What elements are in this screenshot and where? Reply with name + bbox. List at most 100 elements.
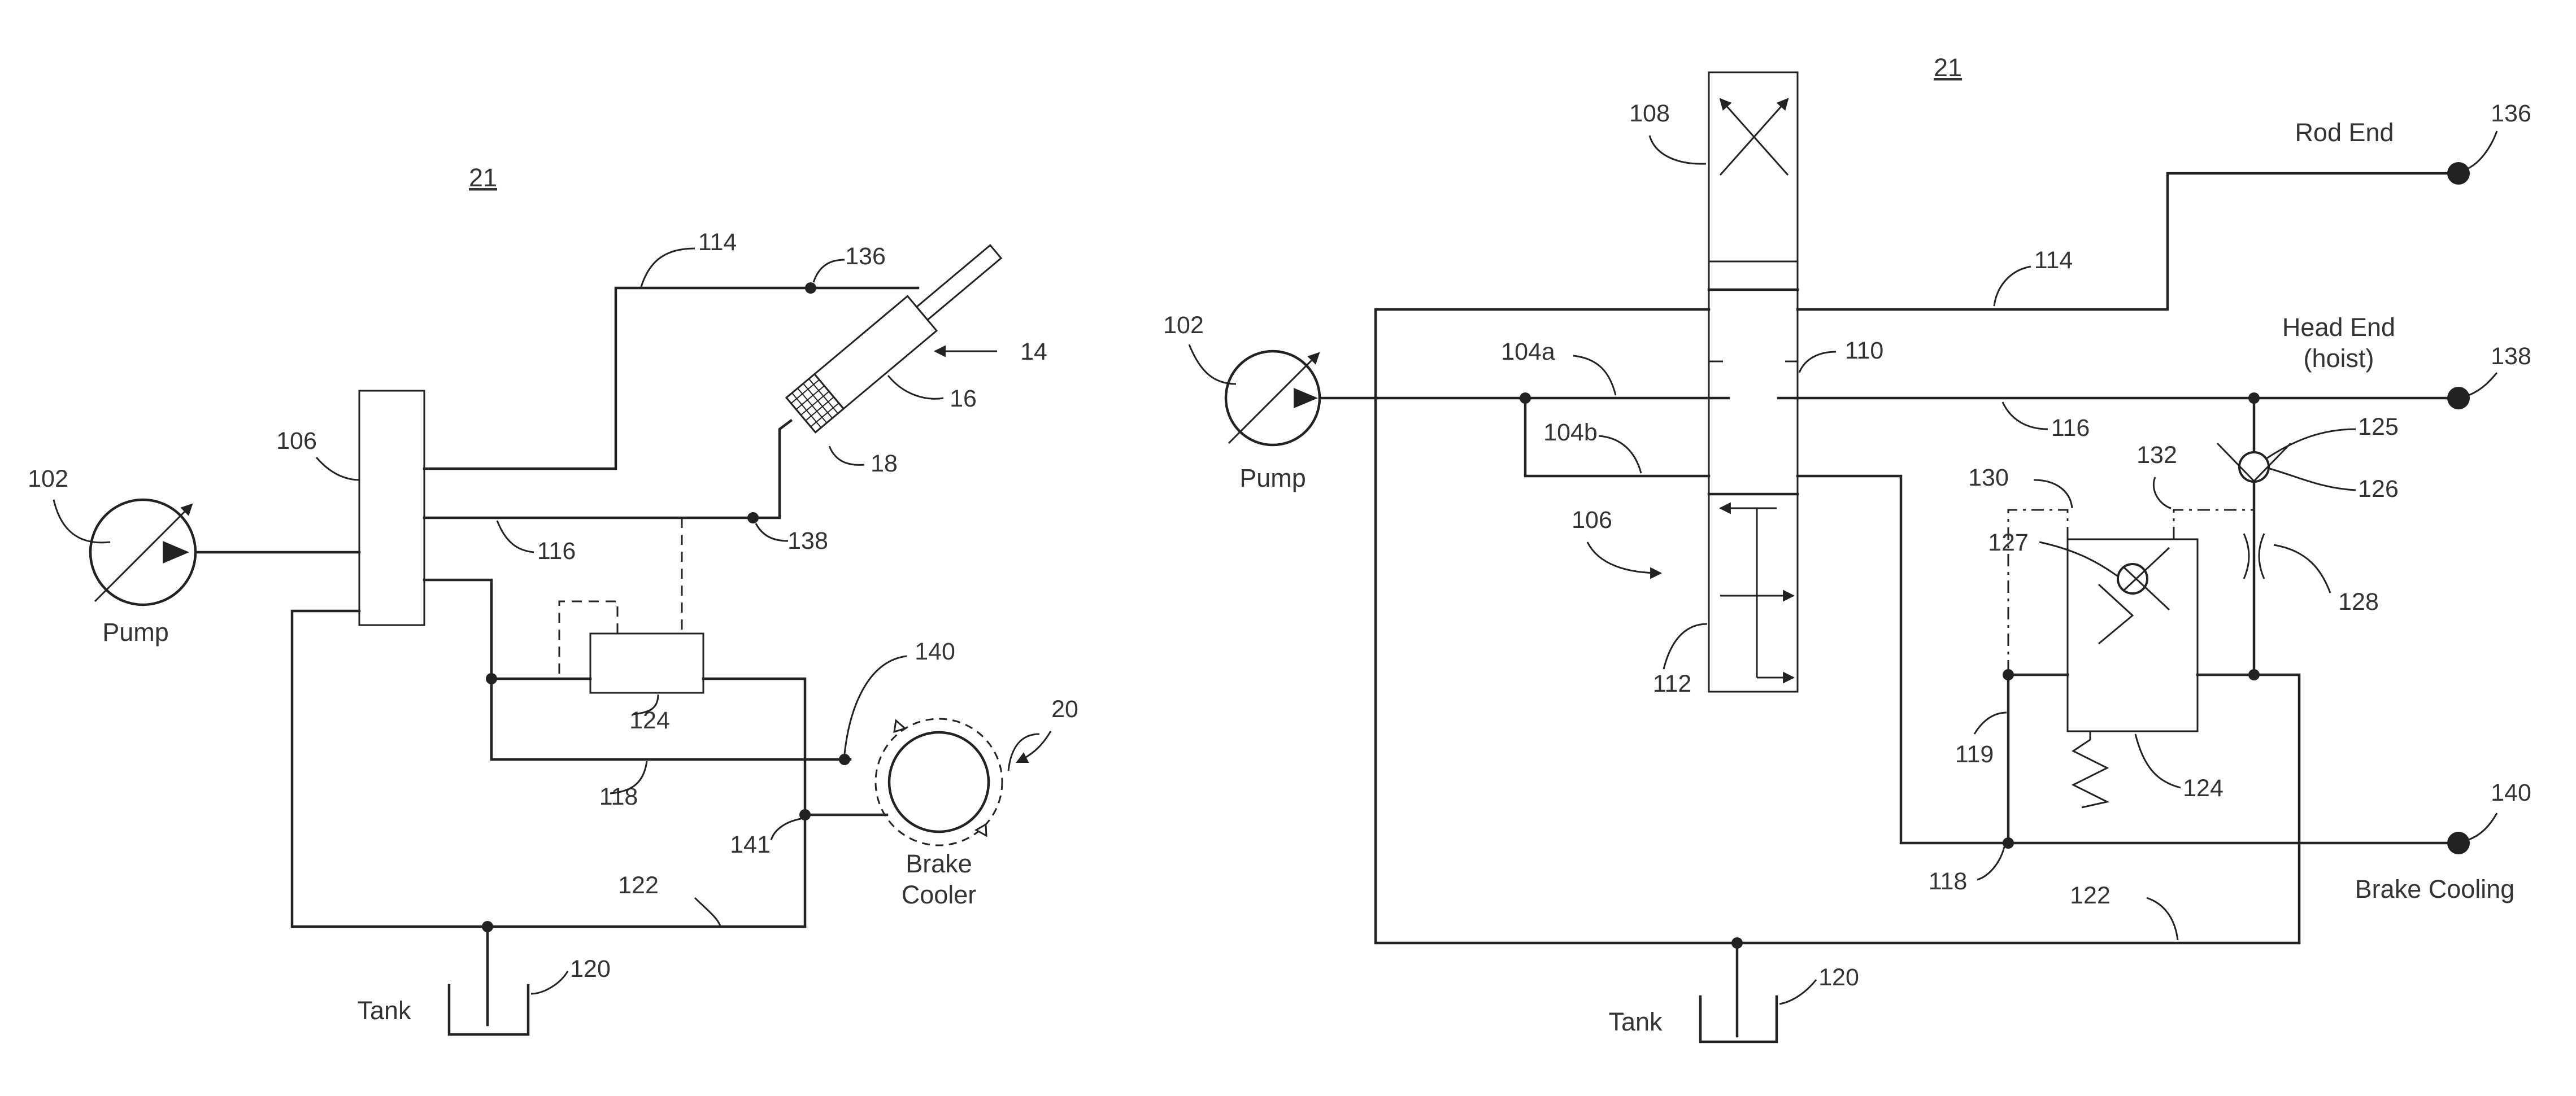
rod-end-label-right: Rod End <box>2295 118 2394 147</box>
ref-130-right: 130 <box>1968 464 2009 491</box>
brake-cooler-label-2-left: Cooler <box>902 880 977 909</box>
leader-106-left <box>316 457 359 480</box>
leader-116-left <box>497 521 534 552</box>
leader-138-right <box>2469 373 2497 395</box>
ref-20-left: 20 <box>1051 696 1078 723</box>
tank-label-right: Tank <box>1608 1007 1663 1036</box>
leader-127-right <box>2039 542 2117 576</box>
ref-132-right: 132 <box>2136 442 2177 469</box>
ref-114-left: 114 <box>698 229 737 256</box>
figure-left: 21 Pump 102 106 114 136 <box>28 163 1078 1034</box>
relief-valve-124-left <box>590 634 703 693</box>
head-end-port-right <box>2447 387 2470 409</box>
leader-114-right <box>1994 267 2031 306</box>
leader-119-right <box>1974 713 2007 734</box>
node-140-left <box>839 754 850 765</box>
check-valve-127-right <box>2099 548 2169 644</box>
figure-number-left: 21 <box>469 163 497 192</box>
ref-18-left: 18 <box>871 450 898 477</box>
head-end-label-2-right: (hoist) <box>2303 344 2374 373</box>
figure-right: 21 108 110 112 106 <box>1163 53 2531 1042</box>
brake-cooler-left <box>876 719 1039 845</box>
leader-132-right <box>2153 477 2171 508</box>
node-relief-out-right <box>2248 669 2260 680</box>
rod-line-114-left <box>424 288 918 469</box>
ref-116-left: 116 <box>537 538 576 565</box>
leader-126-right <box>2270 469 2356 490</box>
leader-18-left <box>829 446 864 465</box>
tank-label-left: Tank <box>357 996 411 1025</box>
leader-108-right <box>1650 136 1706 164</box>
ref-106-left: 106 <box>276 427 317 455</box>
ref-136-right: 136 <box>2491 100 2531 127</box>
leader-122-left <box>695 898 720 926</box>
ref-141-left: 141 <box>730 831 771 858</box>
ref-119-right: 119 <box>1955 741 1994 768</box>
arrow-106-right <box>1587 542 1661 573</box>
ref-122-right: 122 <box>2070 882 2111 909</box>
leader-104a-right <box>1573 356 1616 395</box>
ref-140-left: 140 <box>915 638 955 665</box>
return-line-122-left <box>292 611 805 927</box>
control-valve-left <box>359 391 424 625</box>
cooling-line-118-right <box>1798 476 2457 843</box>
leader-136-right <box>2466 131 2497 169</box>
ref-14-left: 14 <box>1020 338 1047 365</box>
head-end-label-1-right: Head End <box>2282 313 2395 342</box>
directional-valve-106-right <box>1709 72 1798 692</box>
leader-122-right <box>2147 898 2178 940</box>
ref-110-right: 110 <box>1845 337 1884 364</box>
leader-136-left <box>813 260 845 282</box>
leader-141-left <box>771 819 801 840</box>
leader-140-right <box>2469 813 2497 840</box>
arrow-20-left <box>1017 731 1051 762</box>
brake-cooling-label-right: Brake Cooling <box>2355 875 2515 903</box>
brake-cooling-port-right <box>2447 832 2470 854</box>
ref-124-right: 124 <box>2183 775 2223 802</box>
ref-118-right: 118 <box>1929 868 1968 895</box>
ref-102-left: 102 <box>28 465 68 492</box>
ref-104b-right: 104b <box>1543 419 1598 446</box>
brake-cooler-label-1-left: Brake <box>906 849 972 878</box>
ref-102-right: 102 <box>1163 312 1204 339</box>
ref-128-right: 128 <box>2338 588 2379 615</box>
pilot-line-132-right <box>2174 510 2254 539</box>
ref-120-right: 120 <box>1818 964 1859 991</box>
rod-line-114-right <box>1798 173 2457 309</box>
leader-120-right <box>1779 980 1816 1004</box>
ref-122-left: 122 <box>618 872 659 899</box>
leader-124-right <box>2135 734 2181 788</box>
pilot-line-relief-left <box>559 601 617 678</box>
ref-126-right: 126 <box>2358 475 2399 503</box>
ref-106-right: 106 <box>1572 506 1612 534</box>
pump-label-left: Pump <box>102 618 169 647</box>
ref-140-right: 140 <box>2491 779 2531 806</box>
relief-outlet-right <box>2198 675 2299 943</box>
ref-112-right: 112 <box>1653 670 1692 697</box>
figure-number-right: 21 <box>1934 53 1962 82</box>
leader-138-left <box>756 523 788 541</box>
leader-118-right <box>1977 847 2004 880</box>
ref-136-left: 136 <box>845 243 886 270</box>
leader-120-left <box>531 971 568 994</box>
ref-114-right: 114 <box>2034 247 2073 274</box>
pump-symbol-left <box>90 500 195 605</box>
leader-140-left <box>845 656 907 754</box>
leader-130-right <box>2034 480 2072 508</box>
ref-127-right: 127 <box>1988 529 2029 556</box>
pump-symbol-right <box>1226 351 1320 445</box>
ref-138-left: 138 <box>787 527 828 554</box>
ref-104a-right: 104a <box>1501 338 1555 365</box>
spring-124-right <box>2073 731 2107 807</box>
ref-116-right: 116 <box>2051 414 2090 442</box>
ref-125-right: 125 <box>2358 413 2399 440</box>
return-line-122-right <box>1376 309 2299 943</box>
rod-end-port-right <box>2447 162 2470 185</box>
ref-138-right: 138 <box>2491 343 2531 370</box>
rod-end-node-left <box>805 282 816 294</box>
ref-120-left: 120 <box>570 955 611 983</box>
pump-label-right: Pump <box>1239 464 1306 492</box>
leader-112-right <box>1664 624 1707 669</box>
leader-114-left <box>641 248 695 287</box>
